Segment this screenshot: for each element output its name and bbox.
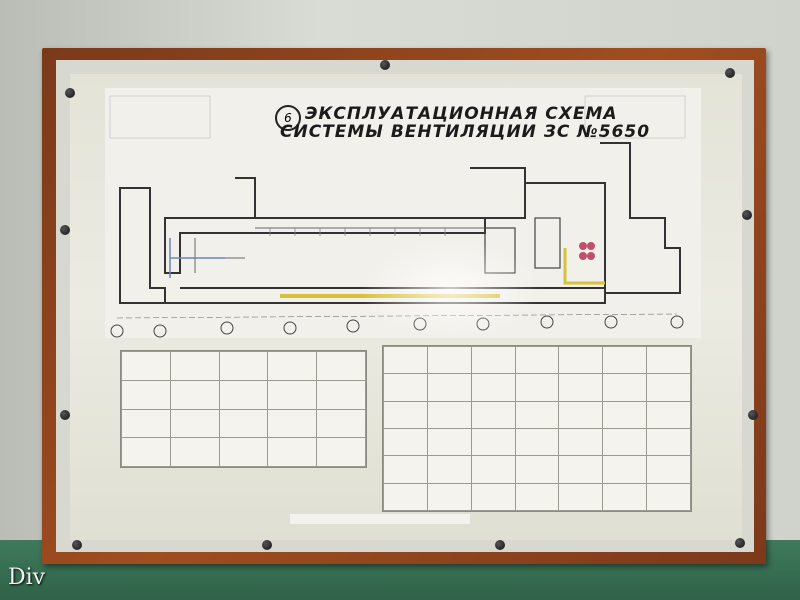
light-glare — [360, 240, 540, 340]
sign-number: 6 — [275, 105, 301, 131]
rivet — [742, 210, 752, 220]
rivet — [380, 60, 390, 70]
rivet — [262, 540, 272, 550]
footer-note-strip — [290, 514, 470, 524]
rivet — [72, 540, 82, 550]
watermark: Div — [8, 565, 46, 590]
air-parameters-table — [120, 350, 367, 468]
equipment-state-grid — [383, 345, 691, 512]
rivet — [735, 538, 745, 548]
rivet — [60, 225, 70, 235]
rivet — [65, 88, 75, 98]
air-parameters-grid — [121, 351, 366, 467]
rivet — [60, 410, 70, 420]
sign-title-line2: СИСТЕМЫ ВЕНТИЛЯЦИИ ЗС №5650 — [280, 122, 651, 142]
equipment-state-table — [382, 345, 692, 512]
rivet — [725, 68, 735, 78]
rivet — [748, 410, 758, 420]
rivet — [495, 540, 505, 550]
sign-title-line1: ЭКСПЛУАТАЦИОННАЯ СХЕМА — [305, 104, 618, 124]
